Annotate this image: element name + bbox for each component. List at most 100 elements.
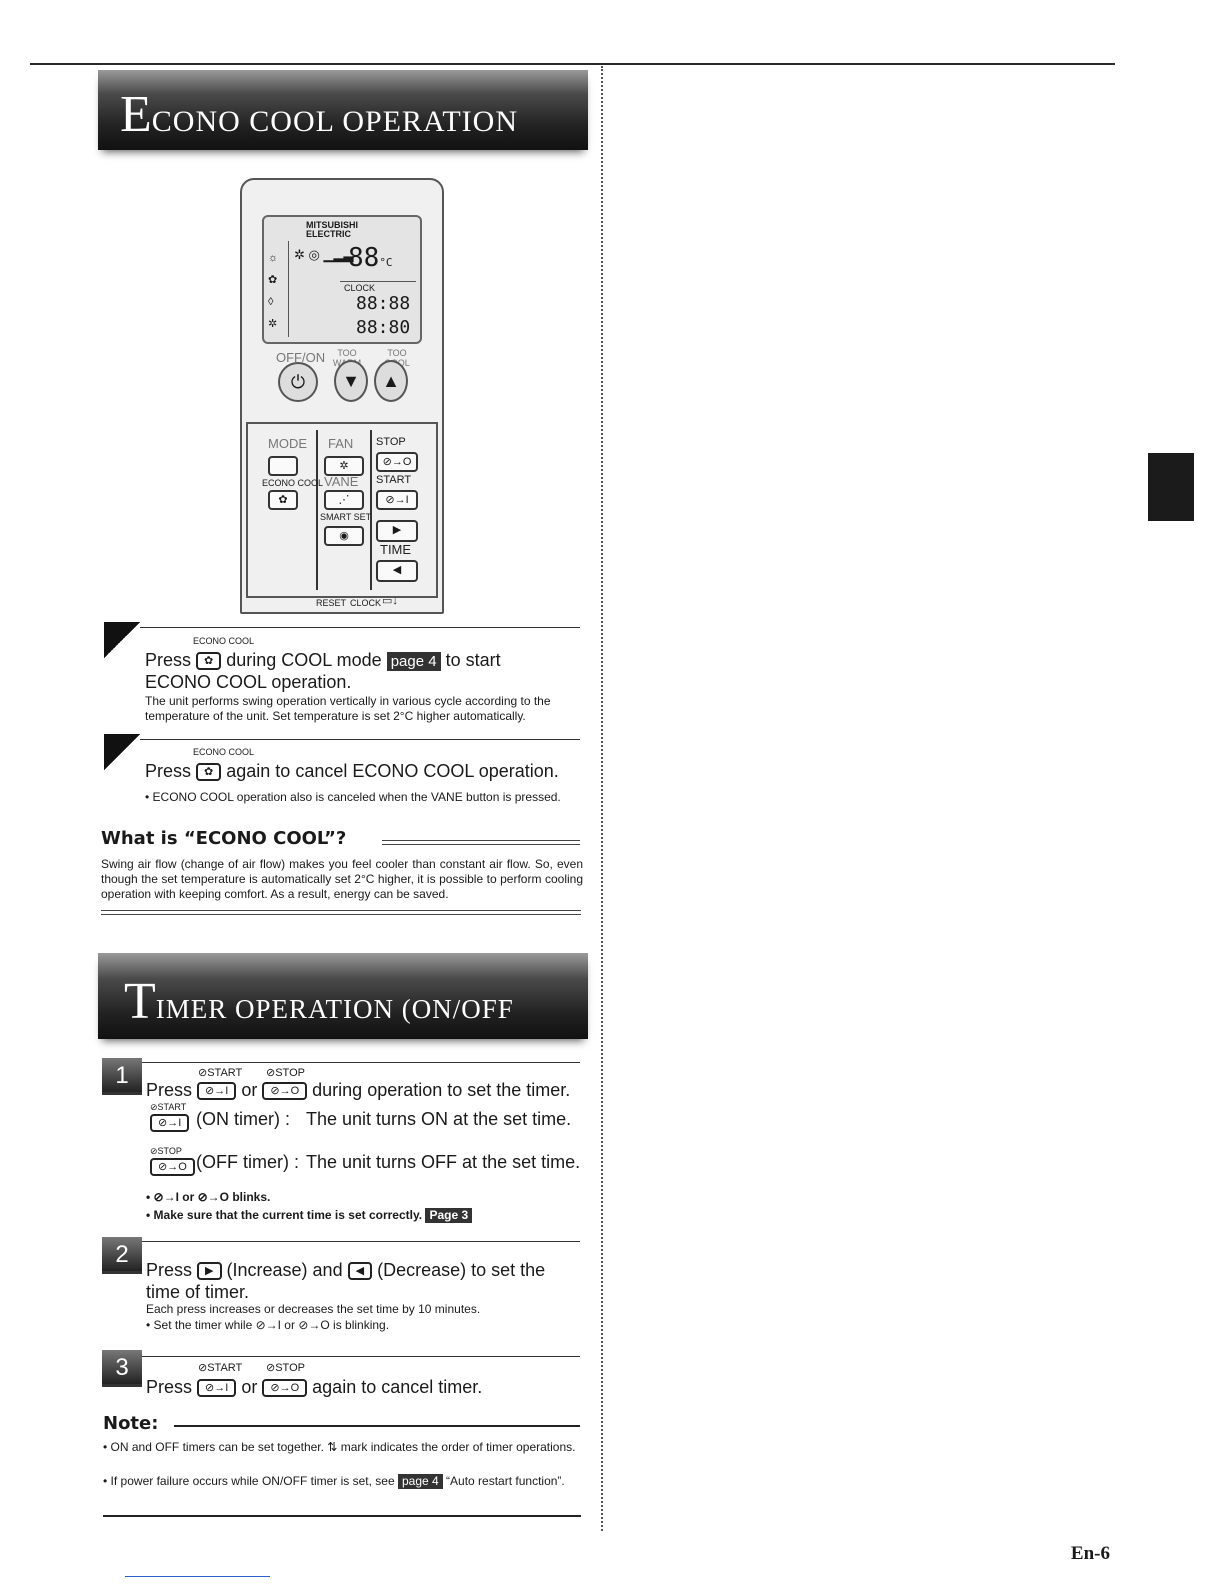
smart-set-button[interactable]: ◉ <box>324 526 364 546</box>
brand-line2: ELECTRIC <box>306 229 351 239</box>
clock-label: CLOCK <box>350 598 382 608</box>
econo-step2-text: Press ✿ again to cancel ECONO COOL opera… <box>145 760 590 782</box>
time-back-button[interactable]: ◀ <box>376 560 418 582</box>
section-tab <box>1148 453 1194 521</box>
timer-start-key-icon: ⊘→I <box>197 1082 237 1101</box>
top-rule <box>30 63 1115 65</box>
note-item-2-text-a: If power failure occurs while ON/OFF tim… <box>110 1474 395 1488</box>
timer-title-initial: T <box>124 973 156 1030</box>
step-number-2: 2 <box>102 1237 142 1274</box>
bullet-text: Make sure that the current time is set c… <box>153 1208 423 1222</box>
fan-label: FAN <box>328 436 354 451</box>
start-caption-text: START <box>207 1362 243 1374</box>
step1-text-b: to start <box>445 650 501 670</box>
stop-caption-text: STOP <box>157 1146 182 1156</box>
temp-up-button[interactable]: ▲ <box>374 360 408 402</box>
note-rule <box>174 1425 580 1427</box>
vane-button[interactable]: ⋰ <box>324 490 364 510</box>
step-marker-2 <box>104 734 140 770</box>
stop-caption: ⊘STOP <box>266 1362 305 1374</box>
press-word: Press <box>146 1260 193 1280</box>
page-ref-tag: page 4 <box>397 1474 443 1490</box>
increase-key-icon: ▶ <box>197 1262 222 1281</box>
decrease-key-icon: ◀ <box>347 1262 373 1281</box>
press-word: Press <box>145 650 192 670</box>
timer-start-key-icon: ⊘→I <box>197 1379 237 1398</box>
note-item-2: • If power failure occurs while ON/OFF t… <box>103 1474 565 1490</box>
stop-caption-text: STOP <box>275 1362 305 1374</box>
econo-step2-bullet: • ECONO COOL operation also is canceled … <box>145 790 561 804</box>
timer-stop-key-icon: ⊘→O <box>262 1379 308 1398</box>
on-timer-caption: ⊘START <box>150 1102 187 1112</box>
econo-key-caption-2: ECONO COOL <box>193 747 255 757</box>
timer-title-rest: IMER OPERATION (ON/OFF TIMER) <box>124 994 514 1127</box>
reset-label: RESET <box>316 598 347 608</box>
timer-start-button[interactable]: ⊘→I <box>376 490 418 510</box>
start-caption-text: START <box>207 1067 243 1079</box>
bullet-text: ⊘→I or ⊘→O blinks. <box>153 1190 271 1204</box>
timer-stop-key-icon: ⊘→O <box>262 1082 308 1101</box>
increase-text: (Increase) and <box>226 1260 343 1280</box>
lcd-clock-label: CLOCK <box>344 283 376 293</box>
step1-text-a: during COOL mode <box>226 650 382 670</box>
on-timer-text: The unit turns ON at the set time. <box>306 1109 572 1129</box>
timer-bullet-1: • ⊘→I or ⊘→O blinks. <box>146 1190 271 1204</box>
timer-bullet-2: • Make sure that the current time is set… <box>146 1208 473 1224</box>
timer-title-banner: TIMER OPERATION (ON/OFF TIMER) <box>98 953 588 1127</box>
remote-lcd: MITSUBISHI ELECTRIC ☼✿◊✲ ✲ ◎ ▁▂▃ 88°C CL… <box>262 215 422 344</box>
temp-value: 88 <box>348 243 380 273</box>
on-timer-key-icon: ⊘→I <box>150 1114 190 1132</box>
step2-text2: time of timer. <box>146 1282 250 1302</box>
bullet-text: ECONO COOL operation also is canceled wh… <box>152 790 561 804</box>
bullet-text: Set the timer while ⊘→I or ⊘→O is blinki… <box>153 1318 390 1332</box>
heading-rule <box>382 840 580 845</box>
econo-title-rest: CONO COOL OPERATION <box>151 105 518 138</box>
page-ref-tag: Page 3 <box>425 1208 473 1224</box>
brand-line1: MITSUBISHI <box>306 220 359 230</box>
step1-text-c: ECONO COOL operation. <box>145 672 352 692</box>
econo-cool-key-icon: ✿ <box>196 652 222 671</box>
lcd-separator <box>288 241 289 337</box>
page-number: En-6 <box>1070 1543 1110 1564</box>
press-word: Press <box>146 1080 193 1100</box>
note-heading: Note: <box>103 1413 159 1434</box>
econo-cool-button[interactable]: ✿ <box>268 490 298 510</box>
step-rule-1 <box>140 627 580 628</box>
econo-cool-title-banner: ECONO COOL OPERATION <box>98 70 588 150</box>
or-word: or <box>241 1377 258 1397</box>
remote-control-illustration: MITSUBISHI ELECTRIC ☼✿◊✲ ✲ ◎ ▁▂▃ 88°C CL… <box>240 178 444 614</box>
lcd-temperature: 88°C <box>348 243 393 273</box>
start-label: START <box>376 474 412 486</box>
fan-button[interactable]: ✲ <box>324 456 364 476</box>
time-forward-button[interactable]: ▶ <box>376 520 418 542</box>
panel-divider-2 <box>370 430 372 590</box>
temp-down-button[interactable]: ▼ <box>334 360 368 402</box>
econo-key-caption-1: ECONO COOL <box>193 636 255 646</box>
or-word: or <box>241 1080 258 1100</box>
off-on-label: OFF/ON <box>276 350 326 365</box>
step3-text: again to cancel timer. <box>312 1377 483 1397</box>
econo-step1-detail: The unit performs swing operation vertic… <box>145 694 551 723</box>
smart-set-label: SMART SET <box>320 512 372 522</box>
time-label: TIME <box>380 542 412 557</box>
panel-divider-1 <box>316 430 318 590</box>
lcd-clock-1: 88:88 <box>356 293 411 314</box>
timer-stop-button[interactable]: ⊘→O <box>376 452 418 472</box>
mode-button[interactable] <box>268 456 298 476</box>
column-divider <box>601 66 603 1531</box>
note-end-rule <box>103 1515 581 1517</box>
step-number-3: 3 <box>102 1350 142 1387</box>
decrease-text: (Decrease) to set the <box>377 1260 546 1280</box>
timer-step-rule-2 <box>142 1241 580 1242</box>
timer-step2-detail: Each press increases or decreases the se… <box>146 1302 481 1316</box>
stop-label: STOP <box>376 436 406 448</box>
note-item-1-text: ON and OFF timers can be set together. ⇅… <box>110 1440 576 1454</box>
mitsubishi-logo: MITSUBISHI ELECTRIC <box>306 221 358 239</box>
page-ref-tag: page 4 <box>386 651 441 671</box>
section-end-rule <box>101 910 581 915</box>
timer-step2-text: Press ▶ (Increase) and ◀ (Decrease) to s… <box>146 1259 586 1303</box>
battery-icon: ▭↓ <box>382 595 398 607</box>
lcd-clock-2: 88:80 <box>356 317 411 338</box>
note-item-1: • ON and OFF timers can be set together.… <box>103 1440 576 1454</box>
power-button[interactable]: ⏻ <box>278 362 318 402</box>
